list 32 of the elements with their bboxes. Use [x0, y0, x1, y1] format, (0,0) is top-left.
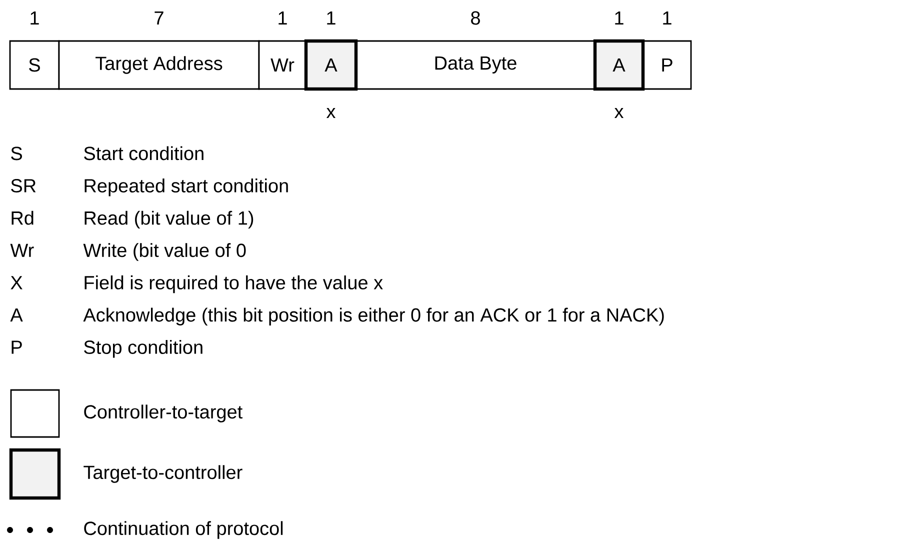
value-mark: x [614, 108, 624, 118]
field-cell: A [593, 39, 645, 91]
field-cell: Wr [258, 40, 307, 90]
legend-text: Continuation of protocol [84, 521, 283, 539]
abbreviation: Wr [10, 244, 34, 257]
abbreviation: X [10, 276, 22, 290]
definition: Field is required to have the value x [84, 275, 383, 294]
bit-count: 1 [327, 11, 336, 25]
bit-count: 1 [615, 11, 624, 25]
value-mark: x [326, 108, 336, 118]
definition: Read (bit value of 1) [84, 210, 254, 229]
bit-count: 7 [154, 11, 164, 25]
definition: Repeated start condition [84, 178, 288, 196]
abbreviation: P [12, 340, 22, 354]
definition: Start condition [84, 146, 204, 160]
bit-count: 1 [30, 11, 39, 25]
bit-count: 1 [663, 11, 672, 25]
legend-text: Controller-to-target [84, 404, 242, 422]
field-cell: Data Byte [355, 40, 596, 90]
definition: Stop condition [84, 340, 202, 358]
definition: Write (bit value of 0 [83, 243, 246, 261]
bit-count: 8 [471, 11, 480, 25]
legend-text: Target-to-controller [84, 465, 242, 483]
definition: Acknowledge (this bit position is either 0 for an ACK or 1 for a NACK) [83, 308, 664, 326]
abbreviation: Rd [12, 210, 34, 225]
abbreviation: A [10, 308, 23, 322]
field-cell: P [642, 40, 692, 90]
field-cell: S [9, 40, 60, 90]
bit-count: 1 [278, 11, 287, 25]
abbreviation: SR [11, 179, 36, 192]
field-cell: A [304, 39, 358, 91]
abbreviation: S [11, 146, 22, 160]
